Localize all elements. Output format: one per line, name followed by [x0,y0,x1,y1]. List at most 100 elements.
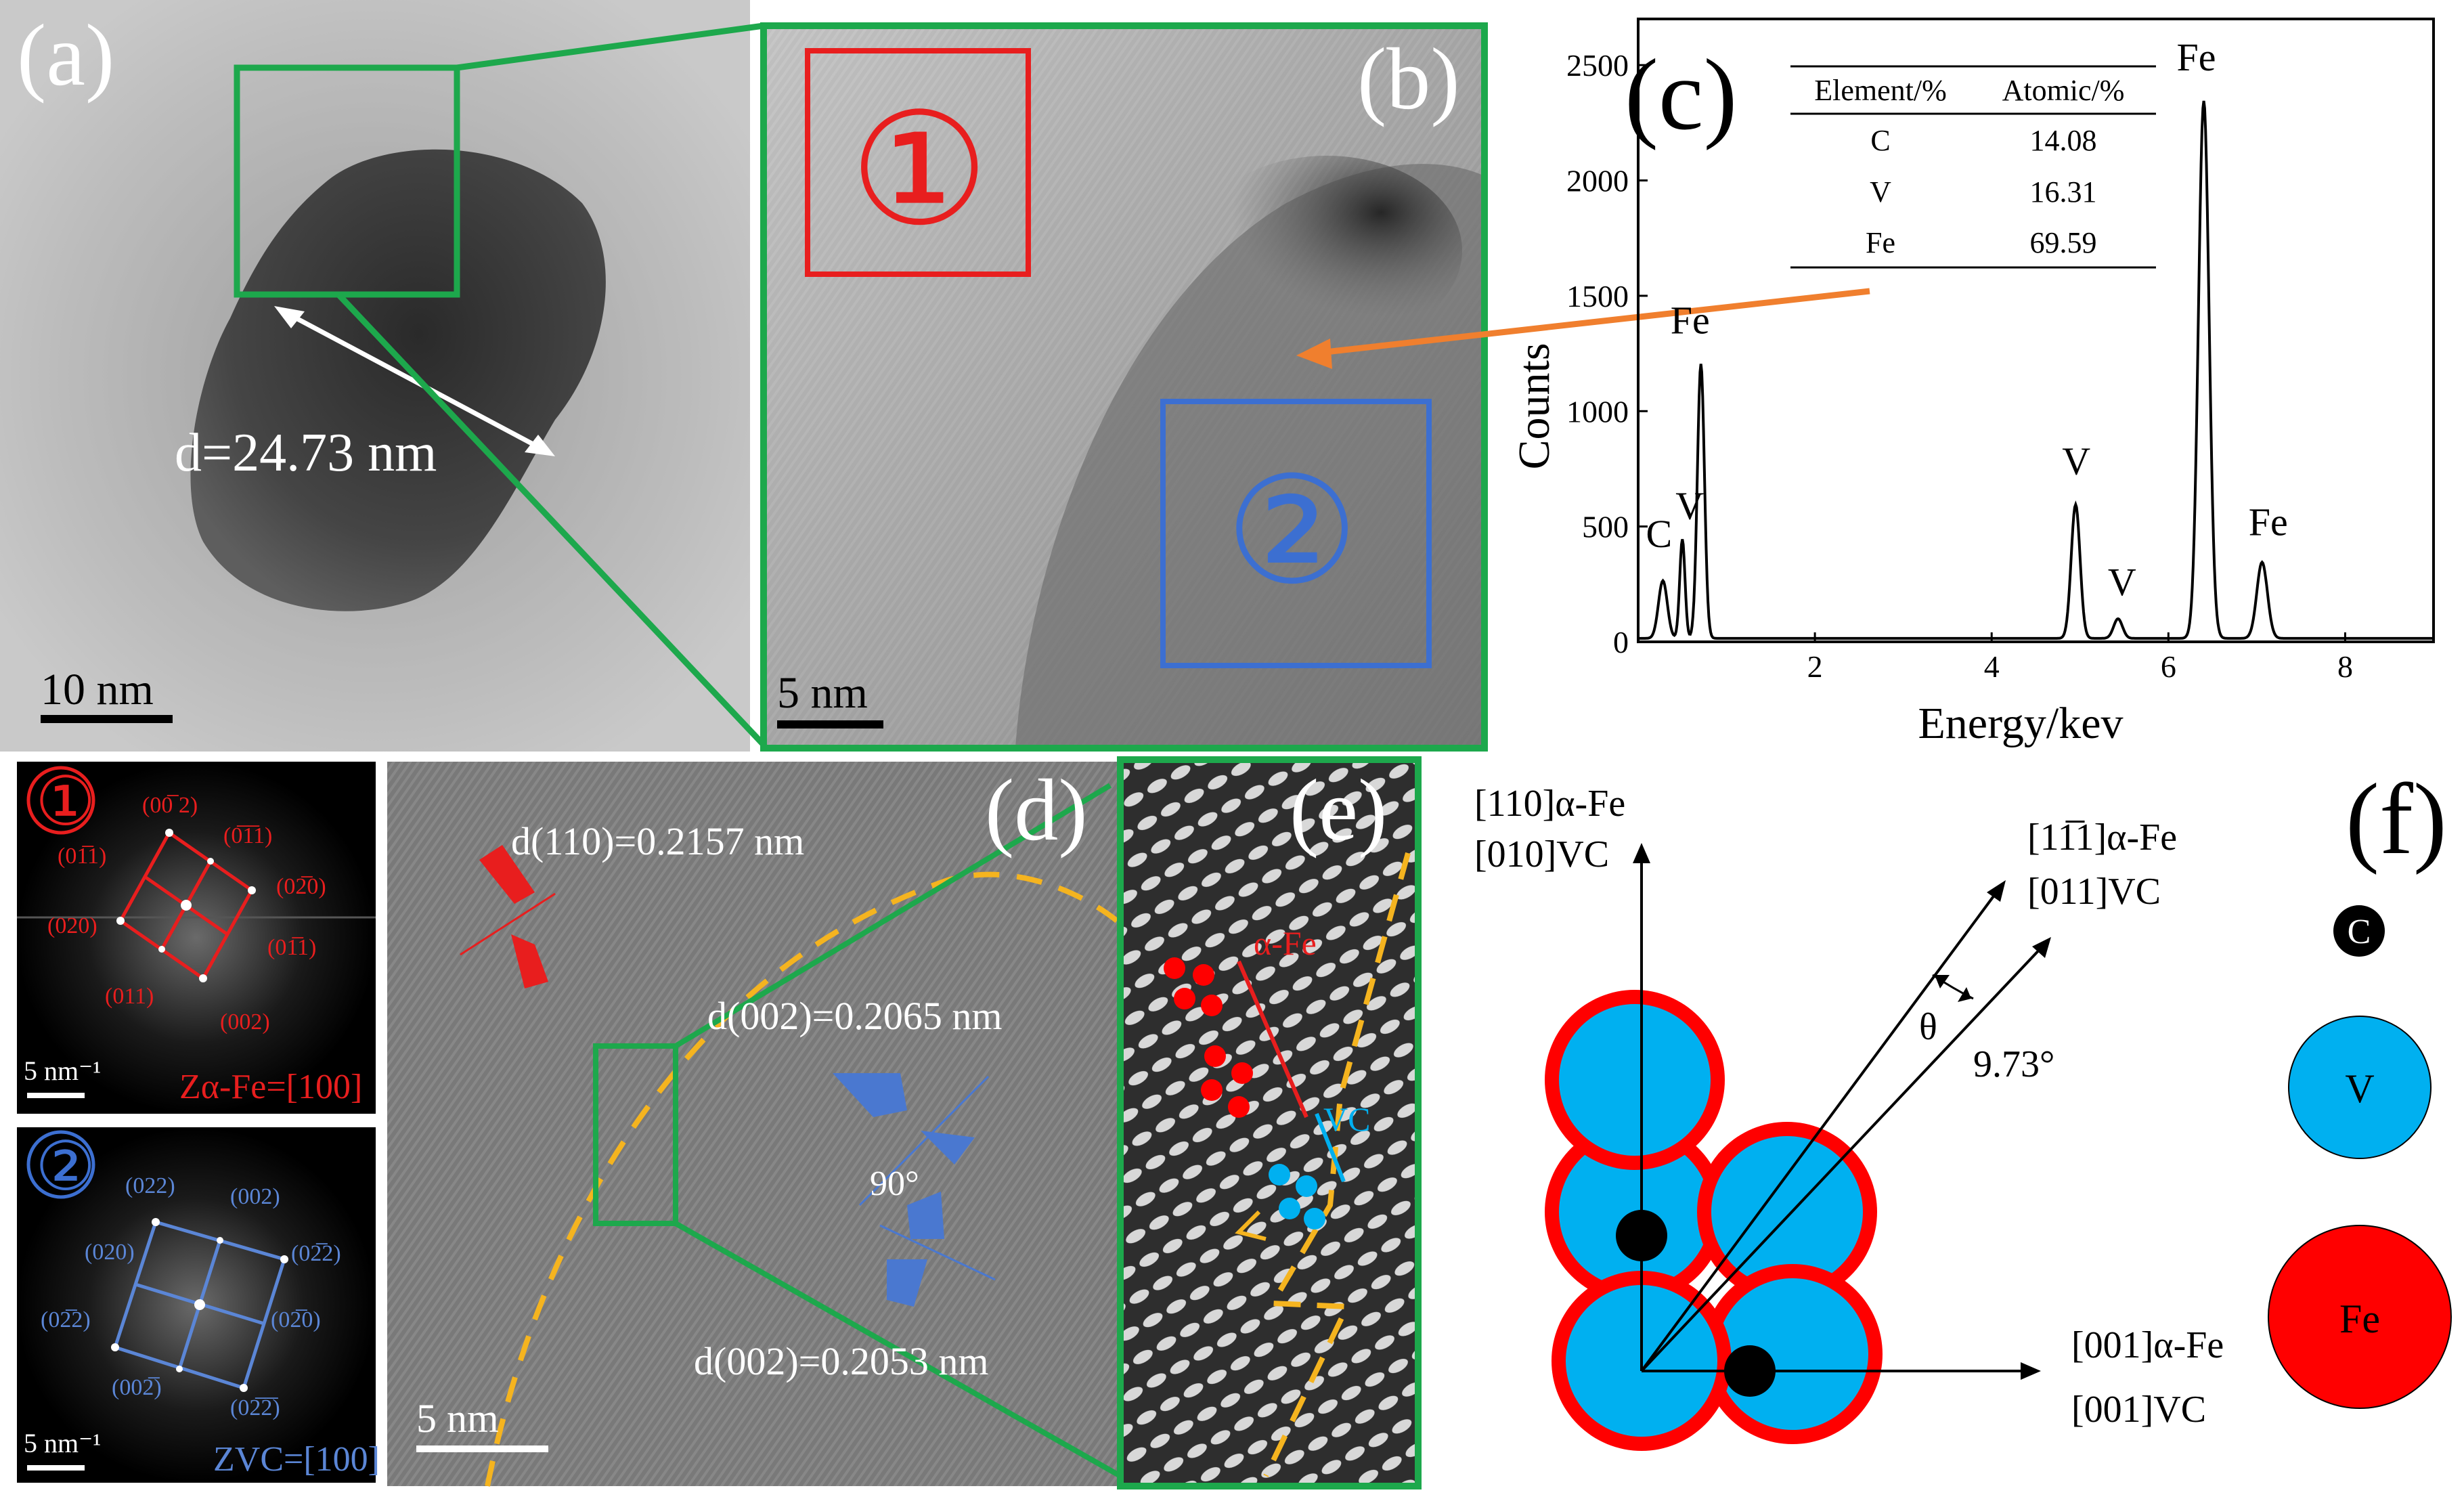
fft-1-spot: (020) [47,913,97,938]
fft-1-spot: (01̅1) [267,935,316,960]
panel-a-letter: (a) [17,7,114,104]
fft-2-spot: (02̅2̅) [230,1395,280,1420]
fft-1-badge: ① [35,764,96,840]
fft-2-spot: (02̅2) [291,1241,341,1266]
atom-fe-v [1545,990,1725,1170]
fft-2-zone: ZVC=[100] [213,1440,380,1479]
fft-1-spot: (011) [105,984,154,1009]
fft-2-spot: (02̅2) [41,1307,91,1332]
panel-c-letter: (c) [1625,39,1737,151]
fft-2-scale: 5 nm⁻¹ [24,1428,101,1458]
fft-1-scale: 5 nm⁻¹ [24,1056,101,1086]
eds-plot-frame [1637,18,2435,643]
peak-label: C [1646,512,1673,556]
x-tick-label: 6 [2161,649,2176,684]
eds-point-arrow [1313,288,1870,357]
fft-1-panel: ① (00̅ 2) (01̅1) (0̅1̅1) (02̅0) (020) (0… [17,762,376,1114]
scale-label-d: 5 nm [416,1396,499,1441]
x-tick-label: 2 [1807,649,1823,684]
fft-1-spot: (02̅0) [276,874,326,899]
fft-2-spot: (022) [125,1173,175,1198]
y-tick-label: 2500 [1566,48,1629,83]
d110-label: d(110)=0.2157 nm [511,819,804,863]
table-cell: C [1870,124,1890,157]
d002b-label: d(002)=0.2053 nm [694,1339,988,1383]
interface-outline-e [1263,852,1411,1477]
panel-e-letter: (e) [1290,762,1387,859]
y-tick-label: 1500 [1566,279,1629,313]
fft-1-spot: (0̅1̅1) [223,823,272,848]
region-1-label: ① [850,85,989,257]
panel-d-letter: (d) [985,762,1088,859]
peak-label: Fe [2177,35,2216,79]
panel-b: ① ② 5 nm (b) [760,22,1488,752]
zoom-box-d [593,1043,678,1226]
table-cell: 16.31 [2030,175,2097,209]
axis-right-label-2: [001]VC [2071,1389,2206,1431]
scale-label-b: 5 nm [777,668,868,718]
fft-1-zone: Zα-Fe=[100] [179,1068,362,1106]
vc-phase-label: VC [1323,1100,1370,1138]
eds-spectrum-line [1638,100,2434,640]
panel-d: d(110)=0.2157 nm d(002)=0.2065 nm 90° d(… [387,762,1122,1487]
legend-v-label: V [2345,1066,2374,1111]
x-axis-label: Energy/kev [1918,699,2123,748]
fft-2-spot: (002̅) [112,1375,162,1400]
axis-diag-label-1: [11̅1]α-Fe [2027,817,2177,858]
panel-c: (c) Counts Energy/kev 2 4 6 8 0 500 1000 1500 20… [1510,18,2435,748]
table-cell: V [1870,175,1891,209]
peak-label: V [1675,483,1704,527]
panel-b-letter: (b) [1357,30,1460,128]
peak-label: Fe [2249,500,2288,544]
axis-right-label-1: [001]α-Fe [2071,1324,2224,1366]
x-tick-label: 4 [1984,649,2000,684]
axis-up-label-2: [010]VC [1474,833,1609,875]
carbide-particle [190,149,606,611]
fft-2-badge: ② [35,1129,96,1204]
panel-f: θ 9.73° [110]α-Fe [010]VC [11̅1]α-Fe [01… [1474,763,2452,1451]
table-cell: Fe [1866,226,1895,259]
legend-fe-swatch [2268,1225,2452,1409]
table-header-element: Element/% [1814,74,1947,107]
panel-a: d=24.73 nm (a) 10 nm [0,0,750,752]
zoom-box-a [234,64,460,298]
fft-2-spot: (02̅0) [271,1307,321,1332]
y-tick-label: 500 [1582,510,1629,544]
table-cell: 14.08 [2030,124,2097,157]
y-axis-label: Counts [1510,343,1559,469]
legend-fe-label: Fe [2339,1297,2380,1341]
fft-2-spot: (020) [85,1240,135,1265]
peak-label: V [2062,439,2090,483]
diameter-label: d=24.73 nm [175,423,437,483]
diameter-arrow [280,307,550,455]
region-1-box [805,48,1031,277]
y-tick-label: 0 [1613,625,1629,659]
legend-c-label: C [2348,913,2371,951]
panel-e: α-Fe VC (e) [1117,756,1422,1489]
angle-label: 9.73° [1973,1043,2054,1085]
x-tick-label: 8 [2337,649,2353,684]
legend-v-swatch [2288,1016,2432,1159]
y-tick-label: 2000 [1566,164,1629,198]
angle-90-label: 90° [870,1165,919,1203]
table-header-atomic: Atomic/% [2002,74,2125,107]
legend-c-swatch [2333,905,2385,957]
panel-f-letter: (f) [2346,763,2447,875]
d002a-label: d(002)=0.2065 nm [707,994,1002,1038]
theta-label: θ [1919,1006,1937,1048]
fft-1-spot: (00̅ 2) [142,793,198,818]
table-cell: 69.59 [2030,226,2097,259]
region-2-label: ② [1225,450,1359,615]
interface-boundary [485,871,1119,1487]
fft-2-panel: ② (022) (002) (020) (02̅2) (02̅2) (02̅0)… [17,1127,380,1483]
peak-label: V [2108,560,2136,604]
scale-label-a: 10 nm [41,665,154,714]
axis-diag-label-2: [011]VC [2027,871,2161,913]
region-2-box [1160,399,1432,668]
y-tick-label: 1000 [1566,394,1629,429]
fft-2-spot: (002) [230,1184,280,1209]
fft-1-spot: (002) [220,1009,270,1035]
fe-phase-label: α-Fe [1254,924,1317,962]
fft-1-spot: (01̅1) [58,844,106,869]
atom-fe-v [1697,1122,1877,1302]
